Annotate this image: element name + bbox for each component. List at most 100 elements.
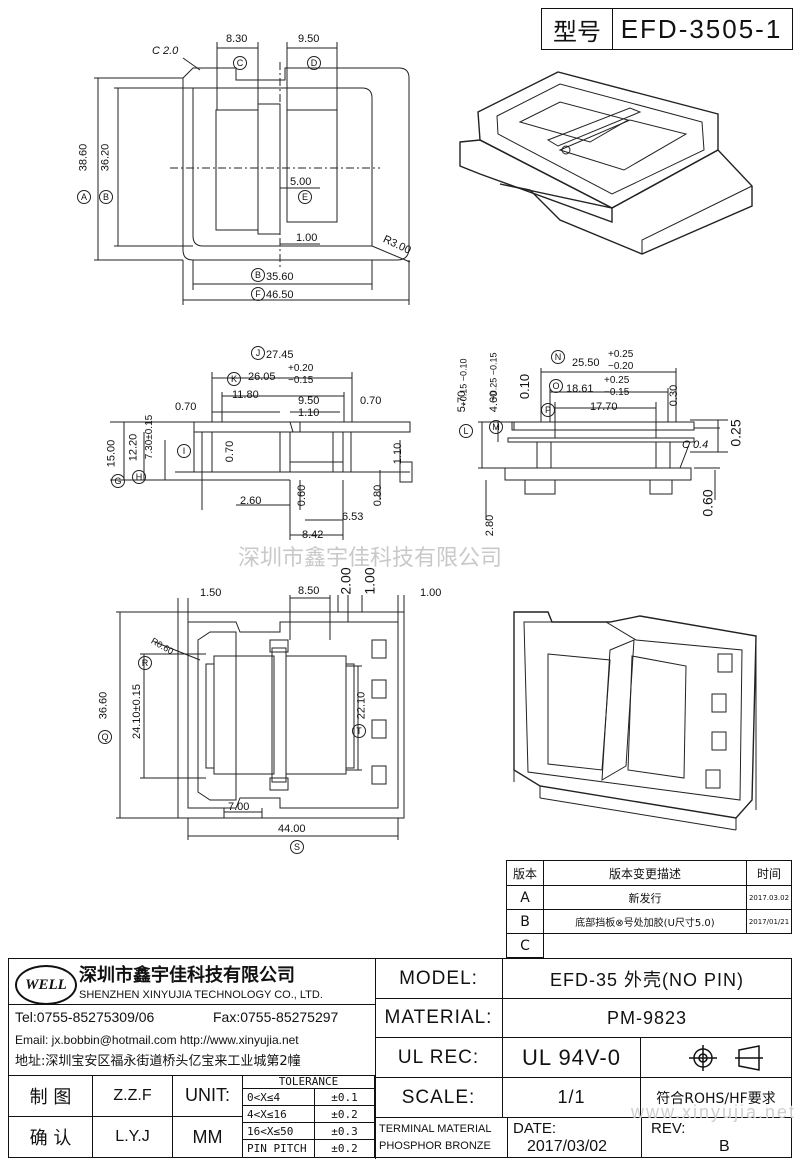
header-type-label: 型号	[553, 17, 601, 46]
top-marker-f: F	[251, 287, 265, 301]
unit-label: UNIT:	[173, 1075, 243, 1117]
bottom-marker-r: R	[138, 656, 152, 670]
top-dim-8-30: 8.30	[226, 33, 248, 45]
tolerance-range-3: 16<X≤50	[243, 1123, 315, 1140]
side-marker-j: J	[251, 346, 265, 360]
rev-row-c-version: C	[506, 933, 544, 958]
bottom-dim-8-50: 8.50	[298, 585, 320, 597]
front-dim-c0-4: C 0.4	[682, 439, 709, 451]
bottom-dim-7-00: 7.00	[228, 801, 250, 813]
rev-header-date: 时间	[746, 860, 792, 886]
bottom-dim-2-00: 2.00	[337, 567, 354, 595]
side-dim-9-50: 9.50	[298, 395, 320, 407]
top-marker-c: C	[233, 56, 247, 70]
front-marker-m: M	[489, 420, 503, 434]
side-dim-0-70c: 0.70	[224, 440, 237, 463]
tolerance-range-2: 4<X≤16	[243, 1106, 315, 1123]
side-dim-1-10a: 1.10	[298, 407, 320, 419]
side-dim-0-70b: 0.70	[360, 395, 382, 407]
side-marker-g: G	[111, 474, 125, 488]
front-marker-o: O	[549, 379, 563, 393]
header-type-label-cell: 型号	[541, 8, 613, 50]
ulrec-value: UL 94V-0	[503, 1038, 641, 1078]
side-dim-6-53: 6.53	[342, 511, 364, 523]
rev-row-b-version: B	[506, 909, 544, 934]
top-dim-c2: C 2.0	[152, 45, 179, 57]
front-tol-4-60: +0.25 −0.15	[488, 352, 499, 401]
front-dim-18-61: 18.61	[566, 383, 594, 395]
front-tol-n-dn: −0.20	[608, 361, 634, 372]
side-marker-h: H	[132, 470, 146, 484]
side-dim-11-80: 11.80	[232, 389, 259, 401]
date-label: DATE:	[513, 1120, 557, 1137]
company-tel: Tel:0755-85275309/06	[15, 1009, 155, 1025]
front-marker-l: L	[459, 424, 473, 438]
front-dim-17-70: 17.70	[590, 401, 618, 413]
company-fax: Fax:0755-85275297	[213, 1009, 339, 1025]
front-tol-o-dn: −0.15	[604, 387, 630, 398]
top-marker-e: E	[298, 190, 312, 204]
revision-table: 版本 版本变更描述 时间 A 新发行 2017.03.02 B 底部挡板⊗号处加…	[506, 860, 792, 958]
company-logo-text: WELL	[25, 976, 67, 993]
side-dim-27-45: 27.45	[266, 349, 294, 361]
material-value: PM-9823	[503, 999, 791, 1038]
side-dim-0-70a: 0.70	[175, 401, 197, 413]
top-dim-9-50: 9.50	[298, 33, 320, 45]
rev-row-a-desc: 新发行	[543, 885, 747, 910]
projection-icon	[689, 1044, 763, 1071]
header-part-number: EFD-3505-1	[620, 13, 783, 44]
side-dim-15-00: 15.00	[105, 439, 118, 468]
rev-row-b-desc: 底部挡板⊗号处加胶(U尺寸5.0)	[543, 909, 747, 934]
bottom-dim-1-50: 1.50	[200, 587, 222, 599]
sig-grid-top	[9, 1075, 375, 1076]
bottom-dim-24-10: 24.10±0.15	[130, 684, 143, 739]
checked-value: L.Y.J	[93, 1117, 173, 1157]
front-dim-0-10: 0.10	[517, 373, 533, 400]
side-dim-0-60: 0.60	[296, 484, 309, 507]
side-tol-k-dn: −0.15	[288, 375, 314, 386]
bottom-dim-1-00a: 1.00	[361, 567, 378, 595]
rev-header-version: 版本	[506, 860, 544, 886]
date-cell: DATE: 2017/03/02	[507, 1118, 642, 1157]
model-value: EFD-35 外壳(NO PIN)	[503, 959, 791, 999]
info-vertical-divider	[375, 959, 376, 1159]
side-marker-i: I	[177, 444, 191, 458]
side-tol-k-up: +0.20	[288, 363, 314, 374]
tolerance-value-1: ±0.1	[315, 1089, 375, 1106]
tolerance-value-3: ±0.3	[315, 1123, 375, 1140]
tolerance-range-4: PIN PITCH	[243, 1140, 315, 1157]
side-dim-7-30: 7.30±0.15	[144, 414, 156, 460]
top-marker-b2: B	[251, 268, 265, 282]
material-label: MATERIAL:	[375, 999, 503, 1038]
side-marker-k: K	[227, 372, 241, 386]
front-dim-0-30: 0.30	[668, 384, 681, 407]
bottom-dim-44-00: 44.00	[278, 823, 306, 835]
rohs-note: 符合ROHS/HF要求	[641, 1078, 791, 1118]
tolerance-value-2: ±0.2	[315, 1106, 375, 1123]
terminal-material-value: PHOSPHOR BRONZE	[379, 1140, 491, 1152]
front-dim-2-80: 2.80	[484, 514, 497, 537]
company-email: Email: jx.bobbin@hotmail.com http://www.…	[15, 1033, 299, 1047]
drawn-value: Z.Z.F	[93, 1075, 173, 1117]
unit-value: MM	[173, 1117, 243, 1157]
side-dim-0-80: 0.80	[372, 484, 385, 507]
front-dim-25-50: 25.50	[572, 357, 600, 369]
model-label: MODEL:	[375, 959, 503, 999]
scale-label: SCALE:	[375, 1078, 503, 1118]
tolerance-title: TOLERANCE	[243, 1075, 375, 1089]
rev-label: REV:	[651, 1120, 686, 1137]
top-dim-35-60: 35.60	[266, 271, 294, 283]
front-marker-n: N	[551, 350, 565, 364]
date-value: 2017/03/02	[527, 1138, 608, 1155]
bottom-marker-s: S	[290, 840, 304, 854]
watermark-url: www.xinyujia.net	[631, 1102, 797, 1122]
front-dim-0-25: 0.25	[727, 419, 744, 447]
side-dim-1-10b: 1.10	[392, 442, 405, 465]
side-dim-26-05: 26.05	[248, 371, 276, 383]
side-dim-2-60: 2.60	[240, 495, 262, 507]
title-block: WELL 深圳市鑫宇佳科技有限公司 SHENZHEN XINYUJIA TECH…	[8, 958, 794, 1159]
rev-row-a-version: A	[506, 885, 544, 910]
top-marker-b: B	[99, 190, 113, 204]
front-tol-5-70: +0.15 −0.10	[458, 358, 469, 407]
